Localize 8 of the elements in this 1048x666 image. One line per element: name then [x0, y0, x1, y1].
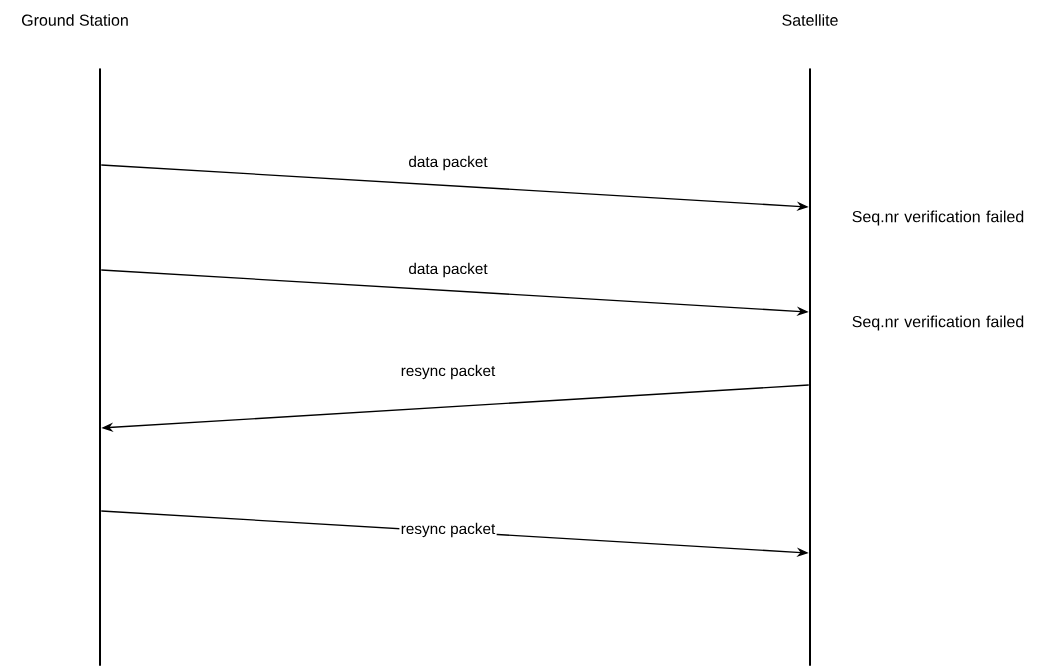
annotation: Seq.nr verification failed	[852, 210, 1024, 226]
edge-label: resync packet	[399, 363, 497, 381]
edge-label: resync packet	[399, 521, 497, 539]
participant-label: Satellite	[782, 14, 838, 26]
edge-label: data packet	[407, 261, 489, 279]
participant-label: Ground Station	[22, 14, 128, 26]
annotation: Seq.nr verification failed	[852, 315, 1024, 331]
edge-label: data packet	[407, 154, 489, 172]
